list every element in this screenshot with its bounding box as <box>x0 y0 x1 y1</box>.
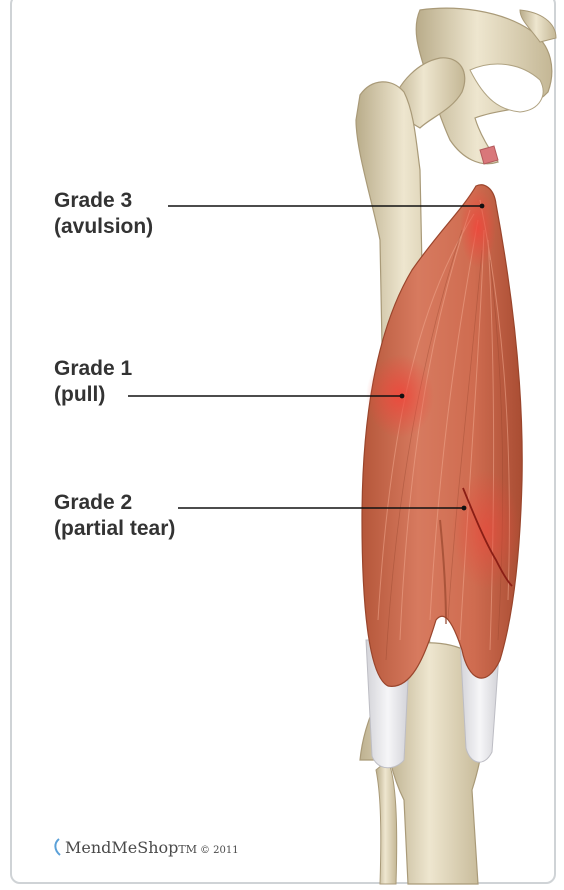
label-grade-1-subtitle: (pull) <box>54 382 132 408</box>
label-grade-1: Grade 1 (pull) <box>54 356 132 408</box>
brand-footer: MendMeShopTM© 2011 <box>52 838 239 857</box>
label-grade-2-title: Grade 2 <box>54 490 175 516</box>
brand-logo-icon <box>52 838 62 856</box>
label-grade-3-title: Grade 3 <box>54 188 153 214</box>
tear-highlight <box>452 470 520 590</box>
label-grade-3-subtitle: (avulsion) <box>54 214 153 240</box>
label-grade-1-title: Grade 1 <box>54 356 132 382</box>
label-grade-3: Grade 3 (avulsion) <box>54 188 153 240</box>
trademark-mark: TM <box>178 843 197 856</box>
fibula-bone <box>376 760 397 884</box>
copyright-year: © 2011 <box>200 845 239 856</box>
avulsion-highlight <box>460 188 496 268</box>
brand-name: MendMeShop <box>65 838 178 857</box>
label-grade-2: Grade 2 (partial tear) <box>54 490 175 542</box>
label-grade-2-subtitle: (partial tear) <box>54 516 175 542</box>
